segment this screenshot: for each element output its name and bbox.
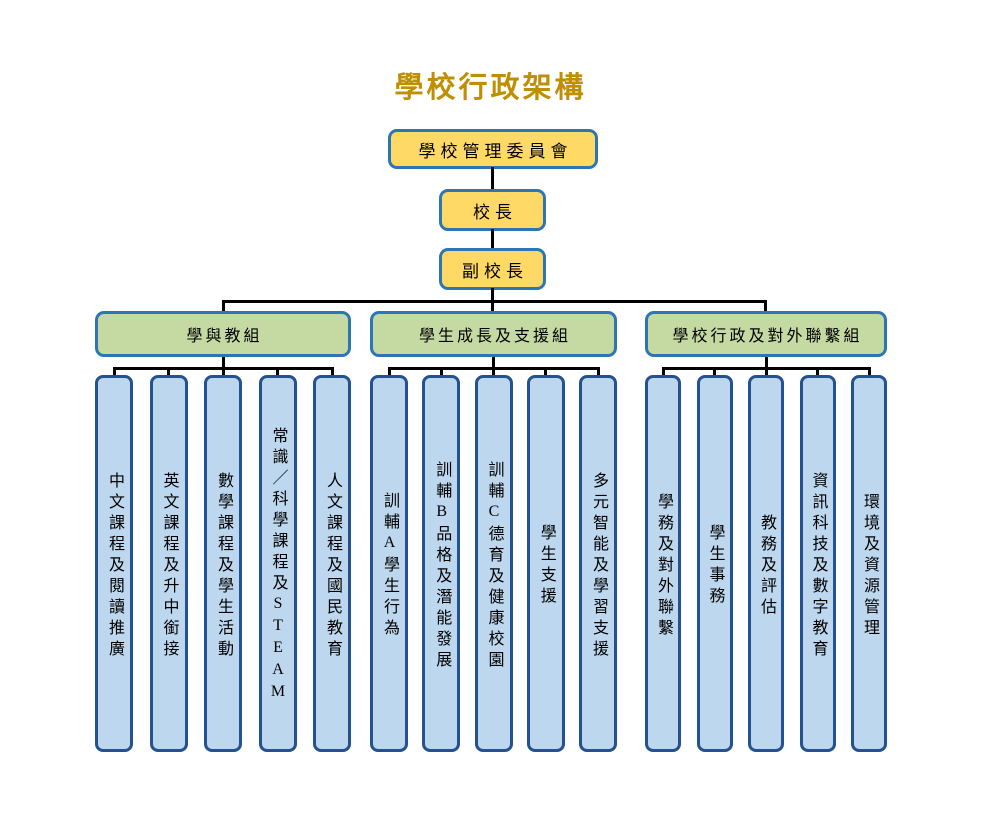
dept-box: 訓輔A學生行為: [370, 375, 408, 752]
dept-box: 常識／科學課程及STEAM: [258, 375, 297, 752]
dept-box: 資訊科技及數字教育: [799, 375, 836, 752]
dept-label: 學生支援: [537, 524, 555, 608]
connector-stub: [764, 357, 768, 367]
dept-label: 英文課程及升中銜接: [160, 471, 178, 661]
connector-drop: [221, 367, 225, 375]
connector-drop: [112, 367, 116, 375]
dept-box: 訓輔C德育及健康校園: [474, 375, 513, 752]
group-box-student-growth-support: 學生成長及支援組: [370, 311, 617, 357]
dept-label: 訓輔B品格及潛能發展: [433, 460, 451, 672]
page-title: 學校行政架構: [394, 72, 587, 104]
connector-drop: [492, 367, 495, 375]
connector-drop: [816, 367, 819, 375]
dept-box: 中文課程及閱讀推廣: [95, 375, 133, 752]
connector-drop: [544, 367, 548, 375]
org-column: 學生支援: [526, 367, 565, 752]
connector-drop: [764, 367, 768, 375]
group2-columns-row: 訓輔A學生行為 訓輔B品格及潛能發展 訓輔C德育及健康校園 學生支援 多元智能及…: [370, 367, 617, 752]
org-column: 中文課程及閱讀推廣: [95, 367, 133, 752]
dept-label: 教務及評估: [758, 513, 775, 619]
connector-groups-hline: [222, 300, 767, 303]
org-column: 學務及對外聯繫: [645, 367, 681, 752]
group-box-admin-external-liaison: 學校行政及對外聯繫組: [645, 311, 887, 357]
committee-box: 學校管理委員會: [388, 129, 598, 169]
connector-vice-stub: [491, 288, 494, 302]
org-column: 學生事務: [696, 367, 733, 752]
dept-label: 人文課程及國民教育: [324, 471, 341, 661]
dept-box: 數學課程及學生活動: [204, 375, 242, 752]
org-column: 訓輔A學生行為: [370, 367, 408, 752]
connector-stub: [221, 357, 225, 367]
dept-box: 學生支援: [526, 375, 565, 752]
dept-label: 資訊科技及數字教育: [809, 471, 827, 661]
connector-drop: [167, 367, 170, 375]
principal-box: 校長: [439, 189, 546, 231]
dept-box: 教務及評估: [748, 375, 784, 752]
org-column: 資訊科技及數字教育: [799, 367, 836, 752]
connector-drop: [330, 367, 334, 375]
vice-principal-box: 副校長: [439, 248, 546, 290]
connector-drop-group3: [764, 300, 767, 312]
org-column: 英文課程及升中銜接: [149, 367, 188, 752]
dept-label: 學務及對外聯繫: [655, 492, 672, 640]
dept-label: 多元智能及學習支援: [590, 471, 607, 661]
org-column: 數學課程及學生活動: [204, 367, 242, 752]
dept-label: 環境及資源管理: [861, 492, 878, 640]
org-column: 人文課程及國民教育: [313, 367, 351, 752]
connector-drop-group1: [222, 300, 225, 312]
dept-box: 環境及資源管理: [851, 375, 887, 752]
org-column: 教務及評估: [748, 367, 784, 752]
group1-columns: 中文課程及閱讀推廣 英文課程及升中銜接 數學課程及學生活動 常識／科學課程及ST…: [95, 357, 351, 752]
org-column: 訓輔C德育及健康校園: [474, 367, 513, 752]
dept-box: 學生事務: [696, 375, 733, 752]
connector-drop: [387, 367, 391, 375]
dept-label: 學生事務: [706, 524, 724, 608]
group-box-learning-teaching: 學與教組: [95, 311, 351, 357]
group2-columns: 訓輔A學生行為 訓輔B品格及潛能發展 訓輔C德育及健康校園 學生支援 多元智能及…: [370, 357, 617, 752]
connector-drop: [439, 367, 443, 375]
dept-label: 數學課程及學生活動: [215, 471, 232, 661]
dept-box: 訓輔B品格及潛能發展: [422, 375, 461, 752]
group1-columns-row: 中文課程及閱讀推廣 英文課程及升中銜接 數學課程及學生活動 常識／科學課程及ST…: [95, 367, 351, 752]
org-column: 多元智能及學習支援: [579, 367, 617, 752]
dept-label: 訓輔C德育及健康校園: [485, 460, 503, 672]
dept-label: 常識／科學課程及STEAM: [269, 427, 287, 705]
dept-label: 訓輔A學生行為: [381, 492, 398, 640]
connector-stub: [492, 357, 495, 367]
dept-box: 英文課程及升中銜接: [149, 375, 188, 752]
org-column: 訓輔B品格及潛能發展: [422, 367, 461, 752]
dept-box: 人文課程及國民教育: [313, 375, 351, 752]
connector-drop: [867, 367, 871, 375]
connector-drop: [276, 367, 279, 375]
connector-drop: [661, 367, 665, 375]
group3-columns: 學務及對外聯繫 學生事務 教務及評估 資訊科技及數字教育 環境及資源管理: [645, 357, 887, 752]
dept-box: 多元智能及學習支援: [579, 375, 617, 752]
connector-principal-vice: [491, 229, 494, 250]
connector-committee-principal: [491, 167, 494, 191]
org-column: 常識／科學課程及STEAM: [258, 367, 297, 752]
connector-drop: [596, 367, 600, 375]
org-column: 環境及資源管理: [851, 367, 887, 752]
dept-box: 學務及對外聯繫: [645, 375, 681, 752]
dept-label: 中文課程及閱讀推廣: [106, 471, 123, 661]
connector-drop-group2: [491, 300, 494, 312]
connector-drop: [713, 367, 716, 375]
group3-columns-row: 學務及對外聯繫 學生事務 教務及評估 資訊科技及數字教育 環境及資源管理: [645, 367, 887, 752]
